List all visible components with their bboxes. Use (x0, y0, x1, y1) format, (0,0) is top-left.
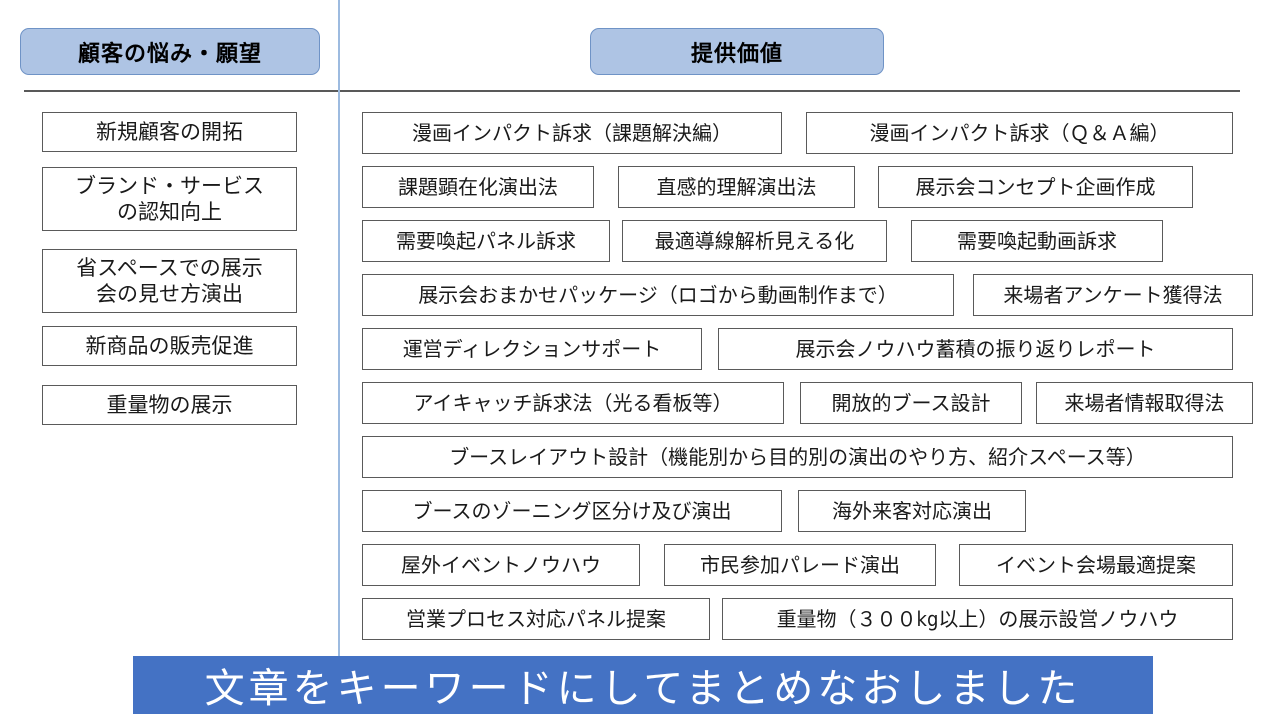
right-column-header: 提供価値 (590, 28, 884, 75)
value-item-box: 展示会おまかせパッケージ（ロゴから動画制作まで） (362, 274, 954, 316)
value-item-box: 最適導線解析見える化 (622, 220, 887, 262)
value-item-box: 課題顕在化演出法 (362, 166, 594, 208)
left-item-box: 新規顧客の開拓 (42, 112, 297, 152)
bottom-banner: 文章をキーワードにしてまとめなおしました (133, 656, 1153, 714)
left-item-box: 新商品の販売促進 (42, 326, 297, 366)
value-item-box: 開放的ブース設計 (800, 382, 1022, 424)
value-item-box: 需要喚起パネル訴求 (362, 220, 610, 262)
value-item-box: 直感的理解演出法 (618, 166, 855, 208)
value-item-box: 展示会コンセプト企画作成 (878, 166, 1193, 208)
value-item-box: アイキャッチ訴求法（光る看板等） (362, 382, 784, 424)
value-item-box: 営業プロセス対応パネル提案 (362, 598, 710, 640)
value-item-box: ブースのゾーニング区分け及び演出 (362, 490, 782, 532)
value-item-box: 屋外イベントノウハウ (362, 544, 640, 586)
right-header-rule (340, 90, 1240, 92)
value-item-box: 漫画インパクト訴求（課題解決編） (362, 112, 782, 154)
value-item-box: ブースレイアウト設計（機能別から目的別の演出のやり方、紹介スペース等） (362, 436, 1233, 478)
value-item-box: 海外来客対応演出 (798, 490, 1026, 532)
value-item-box: 需要喚起動画訴求 (911, 220, 1163, 262)
left-item-box: 重量物の展示 (42, 385, 297, 425)
value-item-box: 運営ディレクションサポート (362, 328, 702, 370)
left-item-box: ブランド・サービスの認知向上 (42, 167, 297, 231)
value-item-box: 展示会ノウハウ蓄積の振り返りレポート (718, 328, 1233, 370)
value-item-box: 来場者情報取得法 (1036, 382, 1253, 424)
left-column-header: 顧客の悩み・願望 (20, 28, 320, 75)
column-divider (338, 0, 340, 656)
value-item-box: 市民参加パレード演出 (664, 544, 936, 586)
left-item-box: 省スペースでの展示会の見せ方演出 (42, 249, 297, 313)
value-item-box: 来場者アンケート獲得法 (973, 274, 1253, 316)
value-item-box: 重量物（３００kg以上）の展示設営ノウハウ (722, 598, 1233, 640)
left-header-rule (24, 90, 338, 92)
value-item-box: 漫画インパクト訴求（Ｑ＆Ａ編） (806, 112, 1233, 154)
value-item-box: イベント会場最適提案 (959, 544, 1233, 586)
